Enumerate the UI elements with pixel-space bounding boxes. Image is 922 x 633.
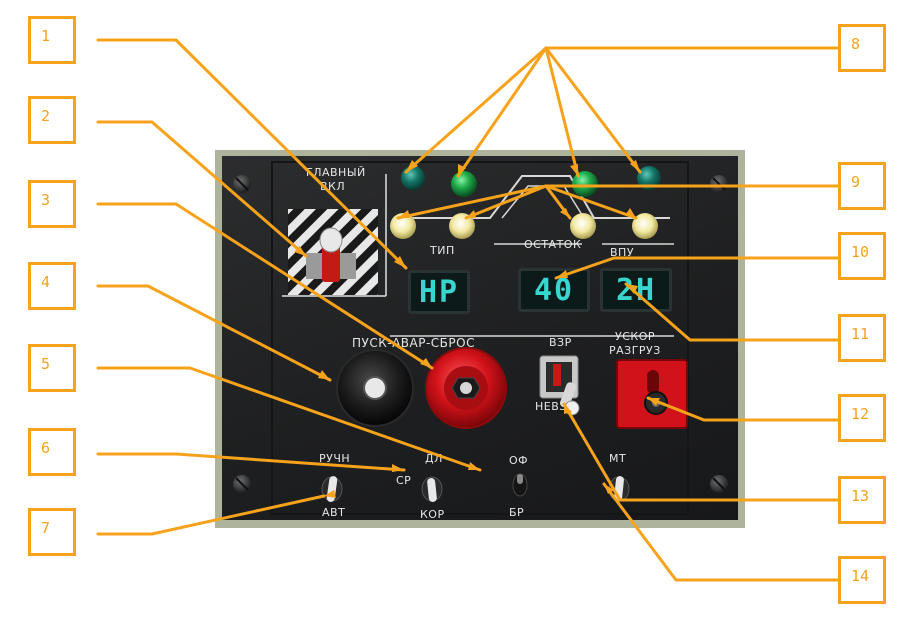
callout-number: 4 — [41, 273, 51, 291]
callout-number: 11 — [851, 325, 870, 343]
callout-5: 5 — [28, 344, 76, 392]
callout-number: 7 — [41, 519, 51, 537]
callout-9: 9 — [838, 162, 886, 210]
callout-1: 1 — [28, 16, 76, 64]
fuze-arm-label: ВЗР — [549, 336, 572, 349]
callout-number: 2 — [41, 107, 51, 125]
callout-6: 6 — [28, 428, 76, 476]
gun-ammo-value: 2Н — [615, 273, 657, 308]
weapon-launch-button[interactable] — [363, 376, 387, 400]
weapon-type-display: НР — [408, 270, 470, 314]
callout-4: 4 — [28, 262, 76, 310]
uskor-label: УСКОР — [615, 330, 655, 343]
medium-burst-label: СР — [396, 474, 412, 487]
weapons-control-panel: ГЛАВНЫЙ ВКЛ ТИП ОСТАТОК ВПУ ПУСК-АВАР-СБ… — [215, 150, 745, 528]
fuze-arm-switch[interactable] — [559, 381, 577, 409]
callout-14: 14 — [838, 556, 886, 604]
panel-face: ГЛАВНЫЙ ВКЛ ТИП ОСТАТОК ВПУ ПУСК-АВАР-СБ… — [222, 156, 738, 521]
callout-8: 8 — [838, 24, 886, 72]
he-ammo-label: ОФ — [509, 454, 529, 467]
station-selected-lamp-4 — [632, 213, 658, 239]
ammo-remaining-value: 40 — [533, 273, 575, 308]
ap-ammo-label: БР — [509, 506, 525, 519]
long-burst-label: ДЛ — [425, 452, 443, 465]
callout-3: 3 — [28, 180, 76, 228]
callout-number: 3 — [41, 191, 51, 209]
master-arm-label: ГЛАВНЫЙ — [306, 166, 366, 179]
callout-number: 6 — [41, 439, 51, 457]
auto-label: АВТ — [322, 506, 346, 519]
vpu-label: ВПУ — [610, 246, 635, 259]
short-burst-label: КОР — [420, 508, 445, 521]
fuze-safe-label: НЕВЗР — [535, 400, 574, 413]
gun-ammo-display: 2Н — [600, 268, 672, 312]
station-ready-lamp-3 — [572, 171, 598, 197]
callout-number: 10 — [851, 243, 870, 261]
callout-number: 14 — [851, 567, 870, 585]
callout-number: 5 — [41, 355, 51, 373]
low-rate-label: МТ — [609, 452, 627, 465]
callout-2: 2 — [28, 96, 76, 144]
callout-7: 7 — [28, 508, 76, 556]
callout-number: 13 — [851, 487, 870, 505]
weapon-type-value: НР — [418, 275, 460, 310]
callout-number: 1 — [41, 27, 51, 45]
station-selected-lamp-3 — [570, 213, 596, 239]
station-selected-lamp-2 — [449, 213, 475, 239]
panel-graphics — [233, 161, 728, 515]
master-arm-switch-cap[interactable] — [319, 227, 343, 253]
razgruz-label: РАЗГРУЗ — [609, 344, 661, 357]
master-arm-label-on: ВКЛ — [320, 180, 346, 193]
station-ready-lamp-4 — [637, 166, 661, 190]
remaining-label: ОСТАТОК — [524, 238, 582, 251]
lamp-divider-outline — [394, 175, 670, 219]
callout-number: 8 — [851, 35, 861, 53]
callout-10: 10 — [838, 232, 886, 280]
type-label: ТИП — [430, 244, 455, 257]
station-ready-lamp-1 — [401, 166, 425, 190]
callout-11: 11 — [838, 314, 886, 362]
station-ready-lamp-2 — [451, 171, 477, 197]
callout-number: 9 — [851, 173, 861, 191]
station-selected-lamp-1 — [390, 213, 416, 239]
manual-label: РУЧН — [319, 452, 351, 465]
callout-number: 12 — [851, 405, 870, 423]
callout-12: 12 — [838, 394, 886, 442]
launch-jettison-label: ПУСК-АВАР-СБРОС — [352, 336, 475, 350]
ammo-remaining-display: 40 — [518, 268, 590, 312]
burst-length-toggle[interactable] — [427, 478, 437, 503]
callout-13: 13 — [838, 476, 886, 524]
